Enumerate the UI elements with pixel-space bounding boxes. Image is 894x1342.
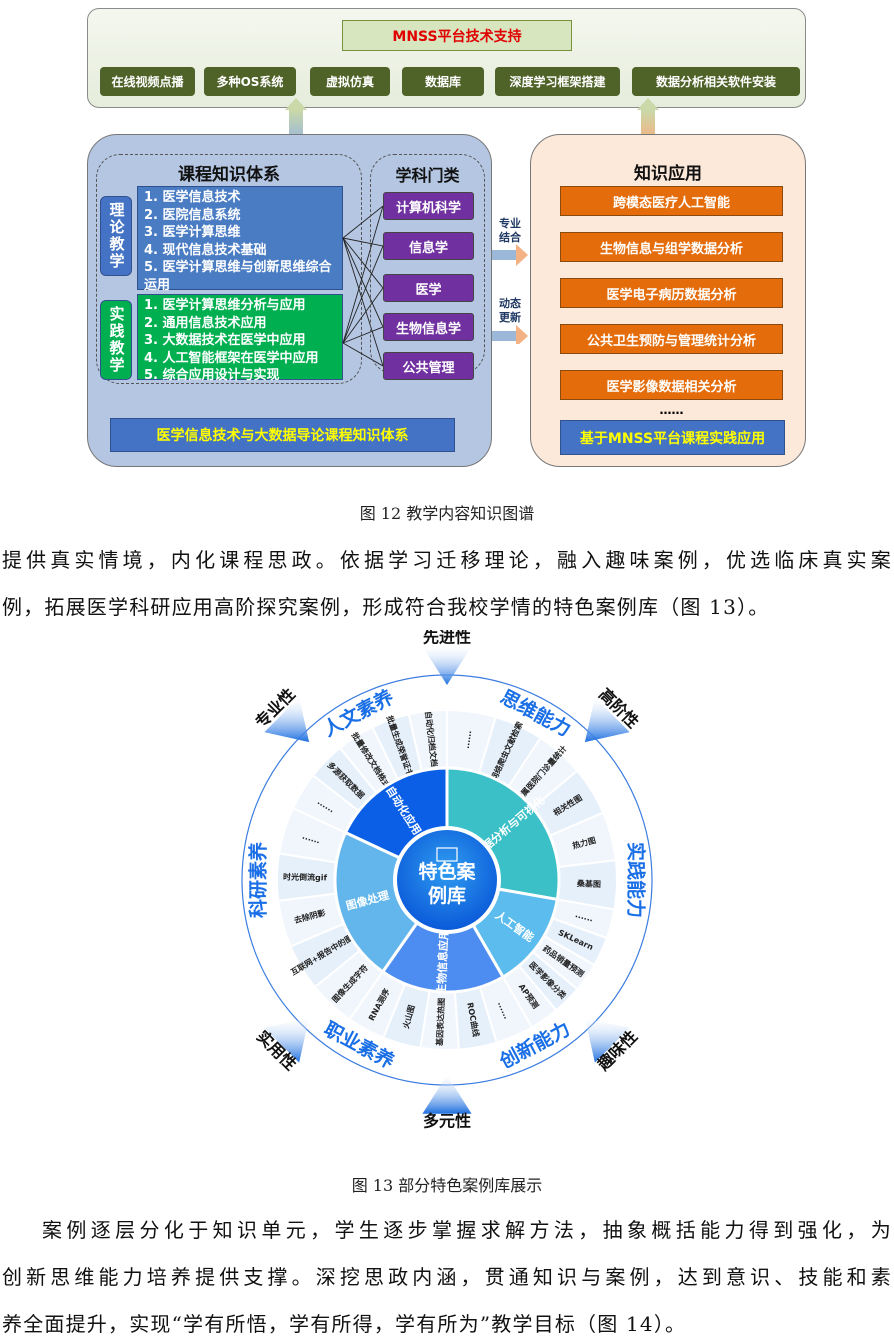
application-item: 跨模态医疗人工智能 — [560, 186, 783, 216]
quality-label: 多元性 — [423, 1112, 471, 1131]
platform-item: 虚拟仿真 — [310, 67, 390, 96]
practice-item: 2. 通用信息技术应用 — [144, 315, 267, 331]
chart-board-icon — [436, 847, 458, 862]
theory-list: 1. 医学信息技术 2. 医院信息系统 3. 医学计算思维 4. 现代信息技术基… — [137, 186, 343, 293]
discipline-item: 计算机科学 — [383, 192, 474, 220]
theory-item: 5. 医学计算思维与创新思维综合运用 — [144, 260, 332, 293]
practice-label: 实践教学 — [100, 300, 132, 380]
discipline-item: 信息学 — [383, 232, 474, 260]
theory-item: 2. 医院信息系统 — [144, 207, 241, 223]
up-arrow-icon — [289, 110, 303, 140]
discipline-item: 医学 — [383, 274, 474, 302]
paragraph-line: 提供真实情境，内化课程思政。依据学习迁移理论，融入趣味案例，优选临床真实案 — [2, 548, 892, 572]
center-label: 特色案 — [418, 860, 476, 883]
theory-label: 理论教学 — [100, 196, 132, 276]
case-library-wheel: 先进性高阶性趣味性多元性实用性专业性思维能力实践能力创新能力职业素养科研素养人文… — [241, 630, 653, 1131]
application-item: 医学电子病历数据分析 — [560, 278, 783, 308]
quality-pointer-icon — [264, 1017, 310, 1063]
disciplines-title: 学科门类 — [395, 166, 460, 185]
application-title: 知识应用 — [634, 163, 702, 184]
paragraph-line: 案例逐层分化于知识单元，学生逐步掌握求解方法，抽象概括能力得到强化，为 — [42, 1218, 892, 1242]
platform-item: 多种OS系统 — [204, 67, 296, 96]
case-item-label: 基因表达热图 — [434, 998, 446, 1047]
quality-pointer-icon — [584, 1017, 630, 1063]
case-item-label: ...... — [462, 730, 474, 749]
application-item: 公共卫生预防与管理统计分析 — [560, 324, 783, 354]
application-item: 生物信息与组学数据分析 — [560, 232, 783, 262]
application-label: 基于MNSS平台课程实践应用 — [560, 420, 785, 455]
figure-13-caption: 图 13 部分特色案例库展示 — [351, 1176, 543, 1195]
knowledge-system-label: 医学信息技术与大数据导论课程知识体系 — [110, 418, 455, 452]
practice-item: 5. 综合应用设计与实现 — [144, 368, 280, 383]
case-category-label: 生物信息应用 — [434, 929, 451, 996]
knowledge-system-title: 课程知识体系 — [178, 164, 280, 185]
discipline-item: 生物信息学 — [383, 313, 474, 341]
platform-item: 数据库 — [402, 67, 484, 96]
quality-pointer-icon — [264, 697, 310, 743]
case-item-label: 时光倒流gif — [283, 872, 328, 883]
theory-item: 4. 现代信息技术基础 — [144, 242, 267, 258]
ability-label: 实践能力 — [625, 842, 648, 918]
practice-item: 3. 大数据技术在医学中应用 — [144, 333, 306, 348]
connector-label: 动态更新 — [499, 297, 521, 324]
arrow-heads — [285, 98, 659, 110]
platform-item: 在线视频点播 — [100, 67, 195, 96]
connection-lines — [342, 205, 384, 367]
case-item-label: 桑基图 — [576, 878, 601, 889]
center-circle — [393, 826, 501, 934]
application-item: 医学影像数据相关分析 — [560, 370, 783, 400]
platform-title: MNSS平台技术支持 — [342, 20, 572, 51]
center-label: 例库 — [428, 884, 466, 907]
application-ellipsis: …… — [659, 403, 684, 417]
paragraph-line: 例，拓展医学科研应用高阶探究案例，形成符合我校学情的特色案例库（图 13）。 — [2, 595, 770, 619]
practice-item: 1. 医学计算思维分析与应用 — [144, 298, 306, 313]
paragraph-line: 养全面提升，实现“学有所悟，学有所得，学有所为”教学目标（图 14）。 — [2, 1312, 687, 1336]
course-knowledge-group — [96, 154, 362, 384]
quality-label: 先进性 — [423, 630, 471, 647]
connector-label: 专业结合 — [499, 217, 521, 244]
platform-item: 数据分析相关软件安装 — [632, 67, 800, 96]
quality-pointer-icon — [422, 1075, 472, 1114]
up-arrow-icon — [641, 110, 655, 140]
practice-list: 1. 医学计算思维分析与应用 2. 通用信息技术应用 3. 大数据技术在医学中应… — [137, 294, 343, 383]
quality-pointer-icon — [584, 697, 630, 743]
practice-item: 4. 人工智能框架在医学中应用 — [144, 350, 319, 366]
theory-item: 3. 医学计算思维 — [144, 225, 241, 240]
right-arrow-icon — [492, 244, 528, 344]
theory-item: 1. 医学信息技术 — [144, 190, 241, 205]
paragraph-line: 创新思维能力培养提供支撑。深挖思政内涵，贯通知识与案例，达到意识、技能和素 — [2, 1265, 892, 1289]
ability-label: 科研素养 — [247, 842, 270, 918]
platform-item: 深度学习框架搭建 — [495, 67, 620, 96]
disciplines-group — [370, 154, 485, 374]
discipline-item: 公共管理 — [383, 352, 474, 380]
quality-pointer-icon — [422, 646, 472, 685]
figure-12-caption: 图 12 教学内容知识图谱 — [359, 504, 535, 523]
